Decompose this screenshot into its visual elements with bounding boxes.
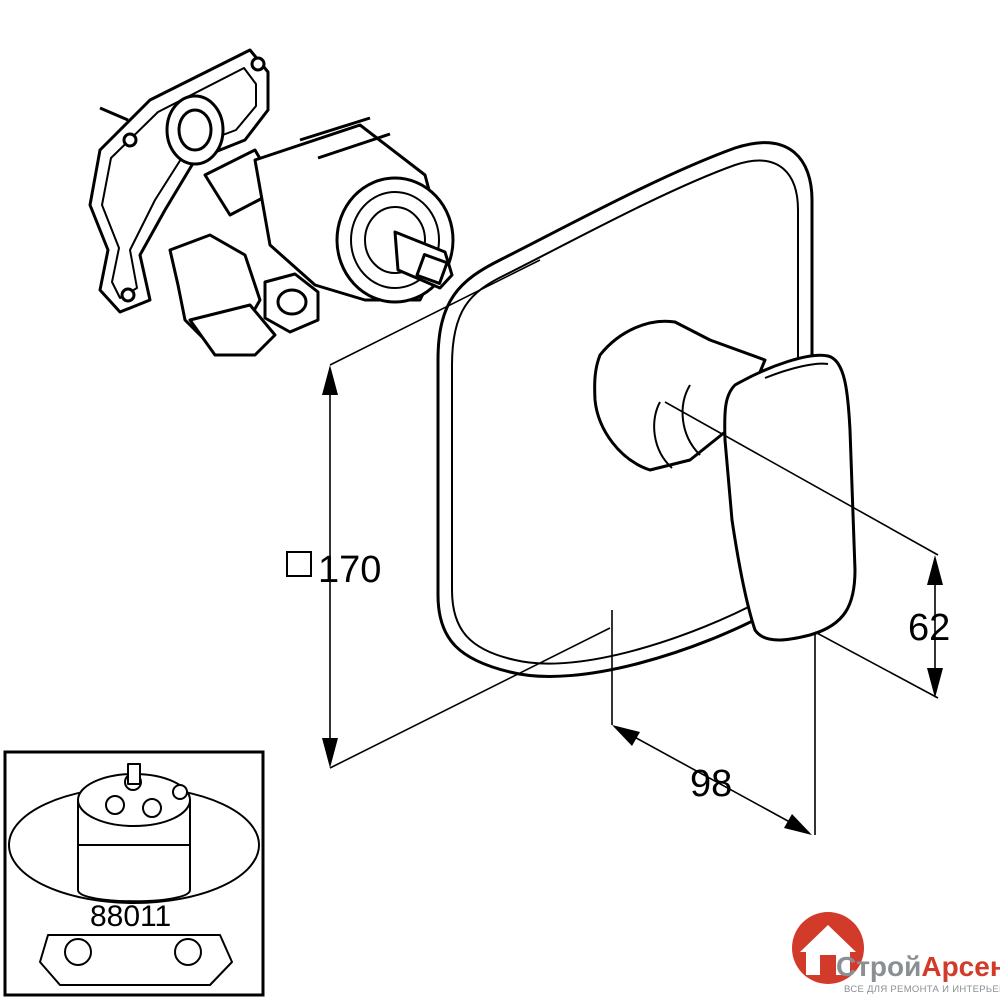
inset-bolt: [105, 795, 125, 815]
concealed-valve-body: [88, 48, 455, 357]
inset-box: 88011: [3, 750, 265, 997]
brand-name: СтройАрсенал: [836, 951, 1000, 982]
brand-logo: СтройАрсенал ВСЕ ДЛЯ РЕМОНТА И ИНТЕРЬЕРА: [792, 912, 1000, 995]
spindle-tip: [415, 253, 449, 285]
arrowhead: [612, 725, 640, 746]
mounting-hole: [250, 56, 266, 72]
part-number: 88011: [90, 900, 171, 933]
brand-tagline: ВСЕ ДЛЯ РЕМОНТА И ИНТЕРЬЕРА: [844, 984, 1000, 995]
mounting-hole: [122, 132, 138, 148]
handle-lever-edge: [764, 362, 829, 379]
side-port-inner: [177, 108, 213, 152]
cover-plate: [436, 141, 857, 678]
pin: [99, 106, 129, 122]
inset-bolt: [172, 784, 188, 800]
inset-spindle: [127, 763, 141, 785]
dimension-98-label: 98: [690, 763, 732, 805]
arrowhead: [322, 738, 338, 768]
extension-line: [329, 259, 541, 366]
house-icon: [792, 912, 864, 984]
inset-port: [64, 938, 92, 966]
cylinder-top-band: [299, 116, 391, 160]
inset-port: [174, 938, 202, 966]
handle-collar: [653, 384, 701, 469]
cylinder-face-ring: [364, 206, 426, 274]
dimension-62-label: 62: [908, 607, 950, 649]
mounting-plate: [88, 48, 270, 314]
handle-body: [593, 319, 767, 472]
dimension-98-line: [617, 727, 809, 833]
extension-line: [814, 631, 939, 699]
arrowhead: [927, 668, 943, 698]
dimension-arrows: [322, 365, 943, 835]
square-symbol: [286, 551, 312, 577]
cylinder-face-ring: [350, 191, 440, 289]
connector-base: [188, 303, 277, 357]
brand-name-part2: Арсенал: [921, 951, 1000, 982]
arrowhead: [322, 365, 338, 395]
hex-nut-center: [276, 288, 308, 316]
arrowhead: [927, 555, 943, 585]
mounting-plate-inner: [101, 67, 257, 299]
inset-cylinder: [77, 800, 191, 903]
extension-line: [329, 627, 611, 769]
inset-bolt: [142, 798, 162, 818]
dimension-170-label: 170: [318, 549, 381, 591]
brand-name-part1: Строй: [836, 951, 921, 982]
mounting-hole: [120, 287, 136, 303]
extension-line: [664, 401, 939, 556]
arrowhead: [784, 814, 812, 835]
